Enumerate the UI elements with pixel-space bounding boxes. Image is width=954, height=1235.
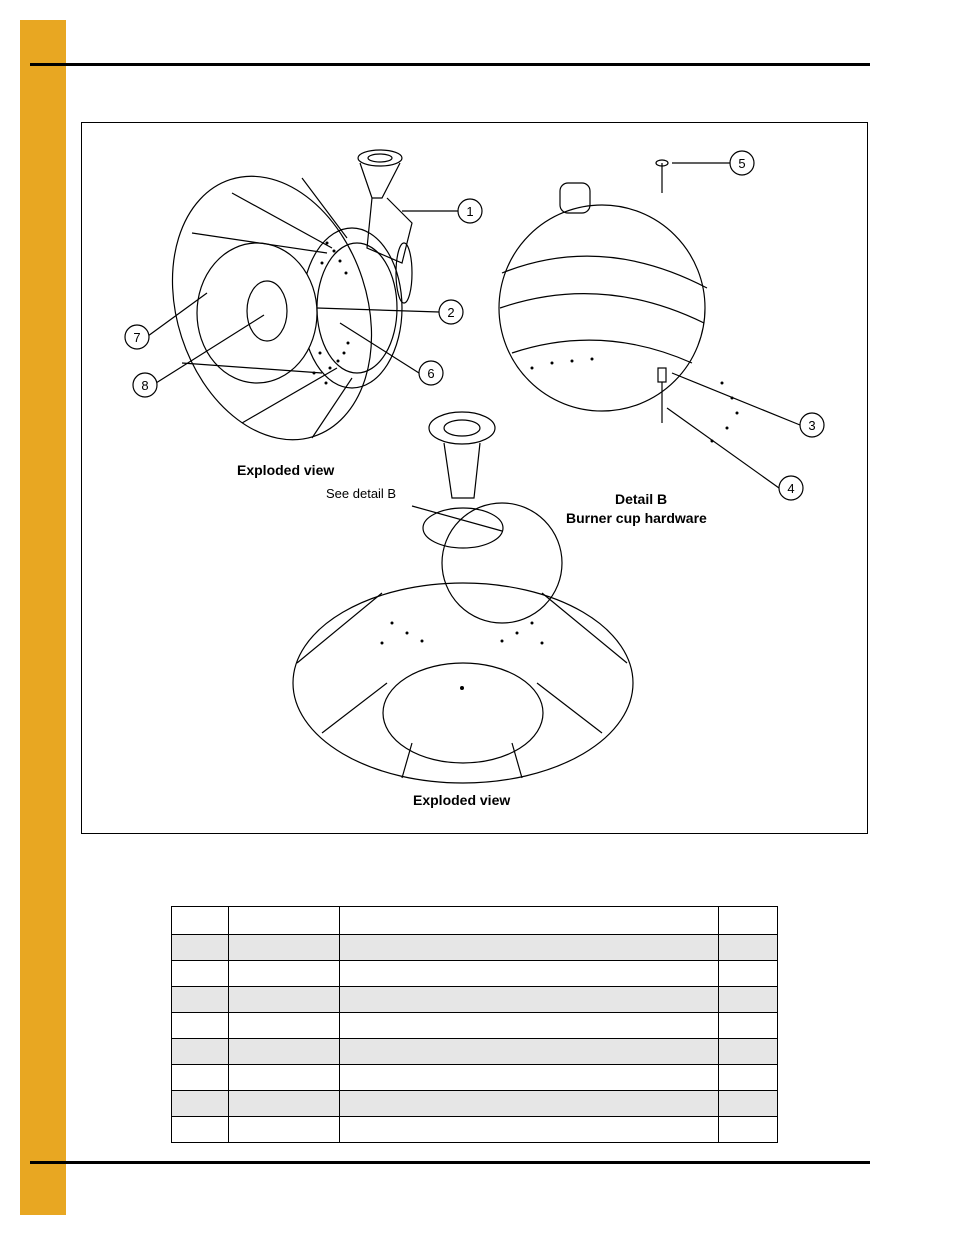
callout-bubbles [124,150,825,501]
cell [171,934,229,961]
table-header-row [171,906,778,935]
callout-label-4: 4 [787,481,794,496]
callout-6 [418,360,444,386]
cell [718,1064,778,1091]
callout-label-1: 1 [466,204,473,219]
callout-label-5: 5 [738,156,745,171]
callout-label-7: 7 [133,330,140,345]
cell [718,1038,778,1065]
exploded-view-drawing: 1 2 3 4 5 6 7 8 [124,149,825,784]
callout-7 [124,324,150,350]
parts-figure: 1 2 3 4 5 6 7 8 Exploded view Exploded v… [81,122,868,834]
cell [227,986,340,1013]
cell [171,1090,229,1117]
cell [171,1012,229,1039]
callout-label-3: 3 [808,418,815,433]
cell [718,1012,778,1039]
cell [227,1090,340,1117]
cell [718,1116,778,1143]
cell [171,1116,229,1143]
cell [718,986,778,1013]
callout-3 [799,412,825,438]
header-description [338,906,720,935]
cell [227,934,340,961]
cell [227,1116,340,1143]
cell [338,1038,720,1065]
caption-bottom-exploded-view: Exploded view [413,792,511,808]
detail-b-subtitle: Burner cup hardware [566,510,707,526]
callout-1 [457,198,483,224]
callout-label-8: 8 [141,378,148,393]
chapter-side-tab [20,20,66,1215]
cell [227,960,340,987]
caption-left-exploded-view: Exploded view [237,462,335,478]
table-row [171,960,778,987]
callout-label-2: 2 [447,305,454,320]
cell [338,960,720,987]
cell [227,1064,340,1091]
table-row [171,934,778,961]
detail-b-drawing [498,159,739,443]
callout-5 [729,150,755,176]
cell [338,1064,720,1091]
cell [171,1064,229,1091]
header-quantity [718,906,778,935]
callout-2 [438,299,464,325]
cell [718,1090,778,1117]
table-row [171,1012,778,1039]
callout-leaders [147,162,801,532]
cell [227,1038,340,1065]
cell [338,1090,720,1117]
cell [338,1012,720,1039]
callout-8 [132,372,158,398]
cell [171,960,229,987]
cell [171,1038,229,1065]
see-detail-b-note: See detail B [326,486,397,501]
cell [171,986,229,1013]
table-row [171,1064,778,1091]
bottom-exploded-drawing [292,411,634,784]
table-row [171,1116,778,1143]
header-part-number [227,906,340,935]
cell [227,1012,340,1039]
cell [718,960,778,987]
detail-b-title: Detail B [615,491,668,507]
cell [338,934,720,961]
cell [338,1116,720,1143]
callout-4 [778,475,804,501]
table-row [171,1038,778,1065]
cell [718,934,778,961]
footer-rule [30,1161,870,1164]
table-row [171,986,778,1013]
callout-label-6: 6 [427,366,434,381]
parts-list-table [171,906,778,1143]
left-exploded-drawing [171,149,413,441]
table-row [171,1090,778,1117]
header-rule [30,63,870,66]
header-ref [171,906,229,935]
cell [338,986,720,1013]
